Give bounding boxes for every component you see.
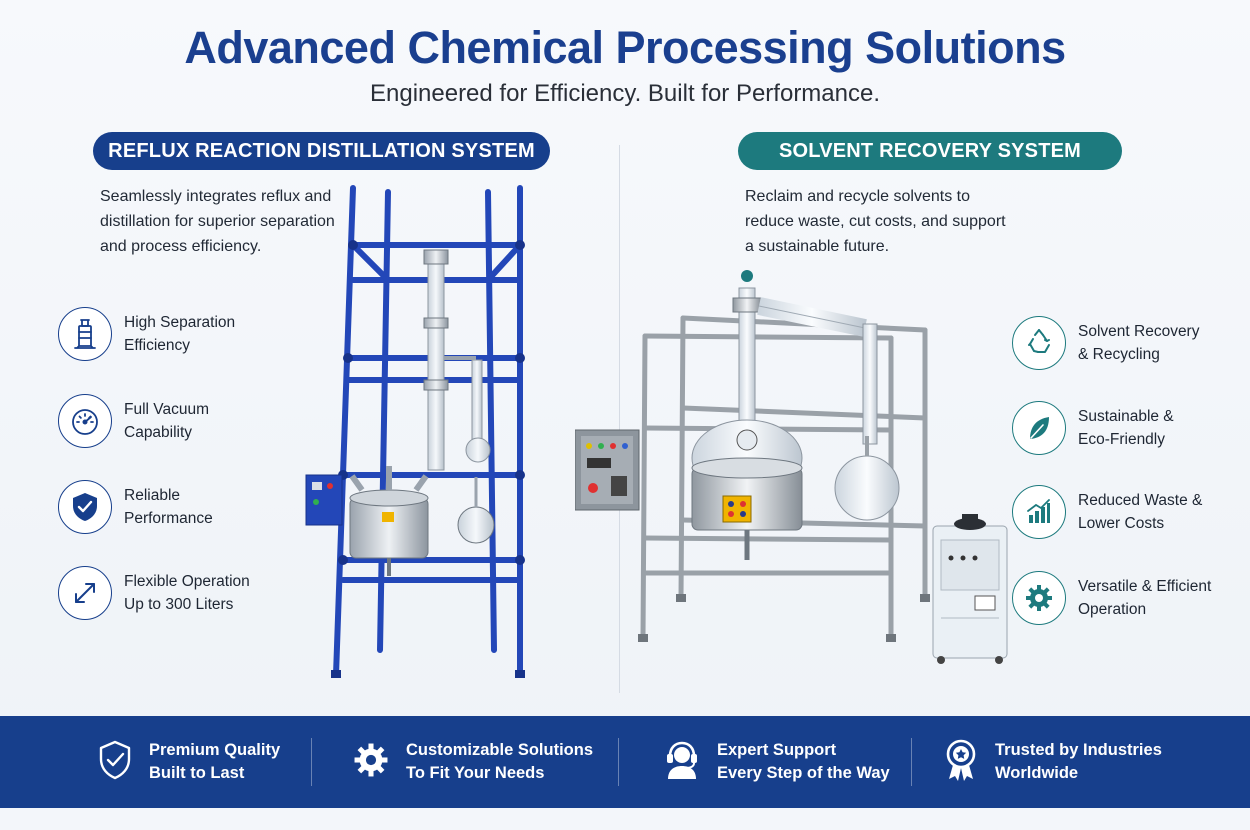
benefit-separator (618, 738, 619, 786)
leaf-icon (1012, 401, 1066, 455)
recycle-icon (1012, 316, 1066, 370)
solvent-recovery-heading: SOLVENT RECOVERY SYSTEM (738, 132, 1122, 170)
benefit-separator (911, 738, 912, 786)
shield-check-icon (58, 480, 112, 534)
award-badge-icon (943, 738, 979, 787)
expand-arrows-icon (58, 566, 112, 620)
feature-solvent-recovery: Solvent Recovery & Recycling (1012, 316, 1199, 370)
benefit-expert-support: Expert Support Every Step of the Way (663, 716, 890, 808)
reflux-system-heading: REFLUX REACTION DISTILLATION SYSTEM (93, 132, 550, 170)
solvent-description: Reclaim and recycle solvents to reduce w… (745, 188, 1006, 255)
feature-sustainable: Sustainable & Eco-Friendly (1012, 401, 1174, 455)
solvent-recovery-rig-illustration (575, 270, 1008, 664)
reflux-description: Seamlessly integrates reflux and distill… (100, 188, 335, 255)
footer-strip (0, 808, 1250, 830)
benefit-premium-quality: Premium Quality Built to Last (97, 716, 280, 808)
page-title: Advanced Chemical Processing Solutions (184, 22, 1066, 73)
feature-reliable-performance: Reliable Performance (58, 480, 213, 534)
gear-icon (352, 741, 390, 784)
panel-divider (619, 145, 620, 693)
chart-growth-icon (1012, 485, 1066, 539)
gauge-icon (58, 394, 112, 448)
shield-check-icon (97, 739, 133, 786)
feature-high-separation: High Separation Efficiency (58, 307, 235, 361)
reflux-distillation-rig-illustration (305, 185, 525, 678)
benefit-customizable: Customizable Solutions To Fit Your Needs (352, 716, 593, 808)
feature-full-vacuum: Full Vacuum Capability (58, 394, 209, 448)
headset-support-icon (663, 740, 701, 785)
page-subtitle: Engineered for Efficiency. Built for Per… (369, 80, 881, 107)
feature-versatile: Versatile & Efficient Operation (1012, 571, 1211, 625)
benefits-bar: Premium Quality Built to Last (0, 716, 1250, 808)
gear-icon (1012, 571, 1066, 625)
feature-reduced-waste: Reduced Waste & Lower Costs (1012, 485, 1202, 539)
benefit-trusted: Trusted by Industries Worldwide (943, 716, 1162, 808)
feature-flexible-operation: Flexible Operation Up to 300 Liters (58, 566, 250, 620)
distillation-column-icon (58, 307, 112, 361)
benefit-separator (311, 738, 312, 786)
